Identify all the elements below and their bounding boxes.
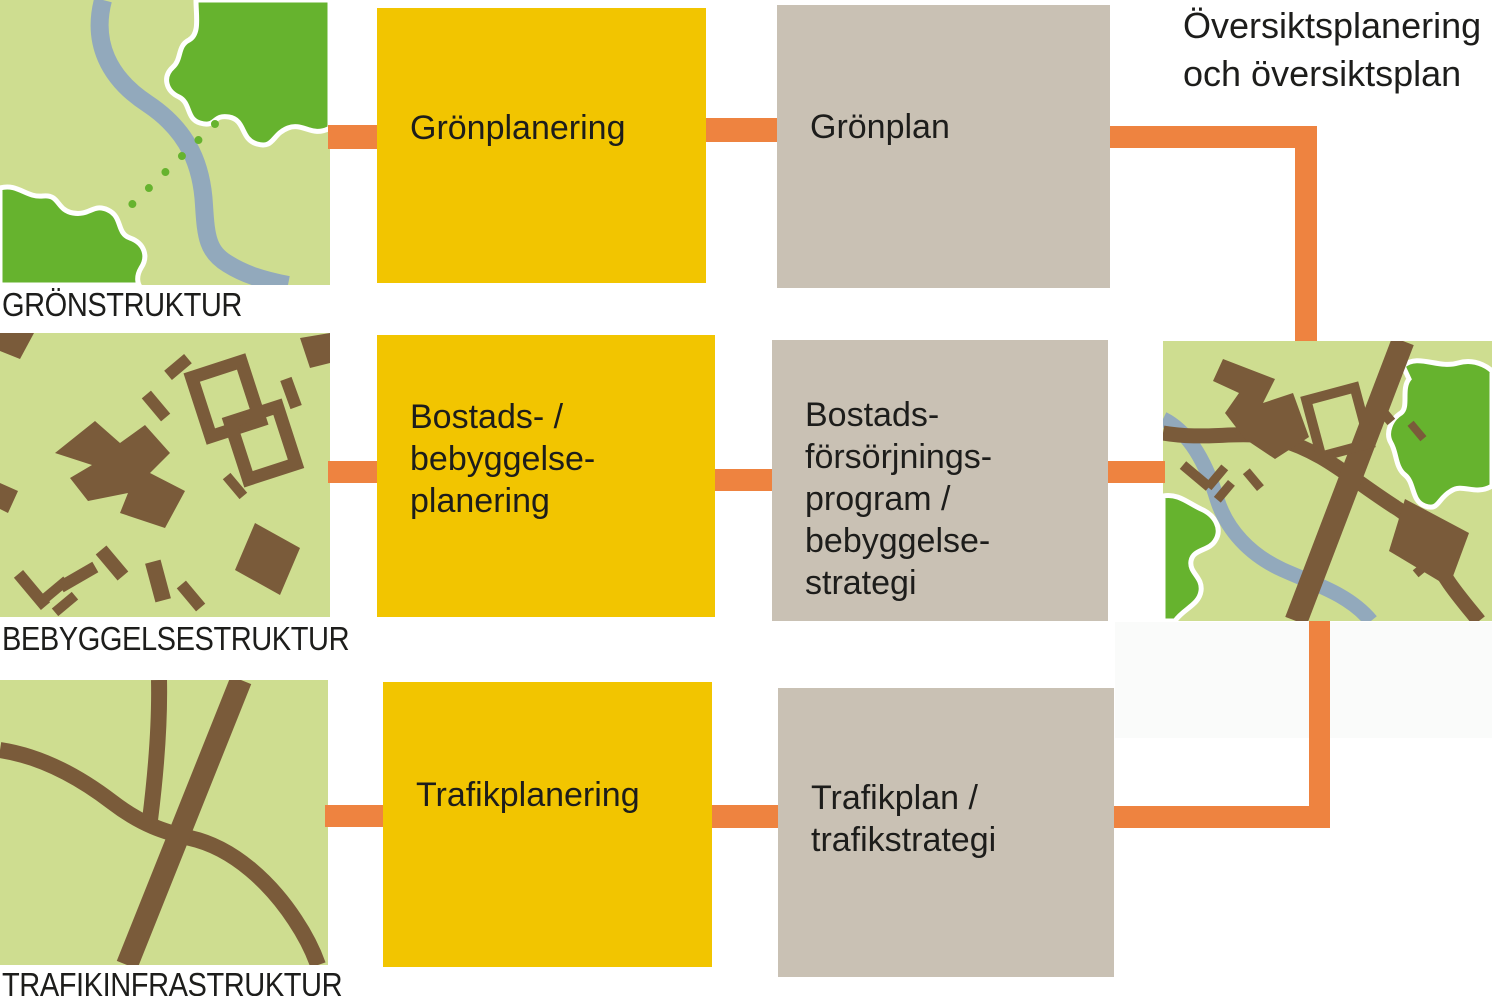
connector-process3-to-plan3	[712, 805, 778, 828]
trafikinfrastruktur-label: TRAFIKINFRASTRUKTUR	[2, 966, 343, 996]
bebyggelsestruktur-label: BEBYGGELSESTRUKTUR	[2, 620, 350, 657]
process-box-trafikplanering: Trafikplanering	[383, 682, 712, 967]
connector-plan1-to-oversiktsplan-horizontal	[1110, 126, 1317, 148]
gronstruktur-map-icon	[0, 0, 330, 285]
process-box-gronplanering: Grönplanering	[377, 8, 706, 283]
connector-process1-to-plan1	[706, 118, 777, 142]
connector-plan1-to-oversiktsplan-vertical	[1295, 126, 1317, 341]
connector-plan3-to-oversiktsplan-horizontal	[1114, 806, 1330, 828]
connector-map1-to-process1	[328, 125, 377, 149]
plan-box-gronplan: Grönplan	[777, 5, 1110, 288]
plan-box-bostadsforsorjningsprogram: Bostads- försörjnings- program / bebygge…	[772, 340, 1108, 621]
page-title: Översiktsplanering och översiktsplan	[1183, 5, 1482, 94]
connector-map3-to-process3	[325, 805, 383, 827]
gronstruktur-map-thumbnail	[0, 0, 330, 285]
trafikinfrastruktur-map-thumbnail	[0, 680, 328, 965]
bebyggelsestruktur-map-thumbnail	[0, 333, 330, 617]
process-box-bostads-bebyggelseplanering: Bostads- / bebyggelse- planering	[377, 335, 715, 617]
bebyggelsestruktur-map-icon	[0, 333, 330, 617]
oversiktsplan-map-thumbnail	[1163, 341, 1492, 621]
connector-plan3-to-oversiktsplan-vertical	[1309, 621, 1330, 828]
connector-process2-to-plan2	[715, 469, 772, 491]
oversiktsplan-map-icon	[1163, 341, 1492, 621]
plan-box-trafikplan: Trafikplan / trafikstrategi	[778, 688, 1114, 977]
trafikinfrastruktur-map-icon	[0, 680, 328, 965]
map-matte	[1115, 622, 1492, 738]
gronstruktur-label: GRÖNSTRUKTUR	[2, 286, 242, 323]
connector-map2-to-process2	[328, 461, 377, 483]
connector-plan2-to-oversiktsplan	[1108, 461, 1165, 483]
